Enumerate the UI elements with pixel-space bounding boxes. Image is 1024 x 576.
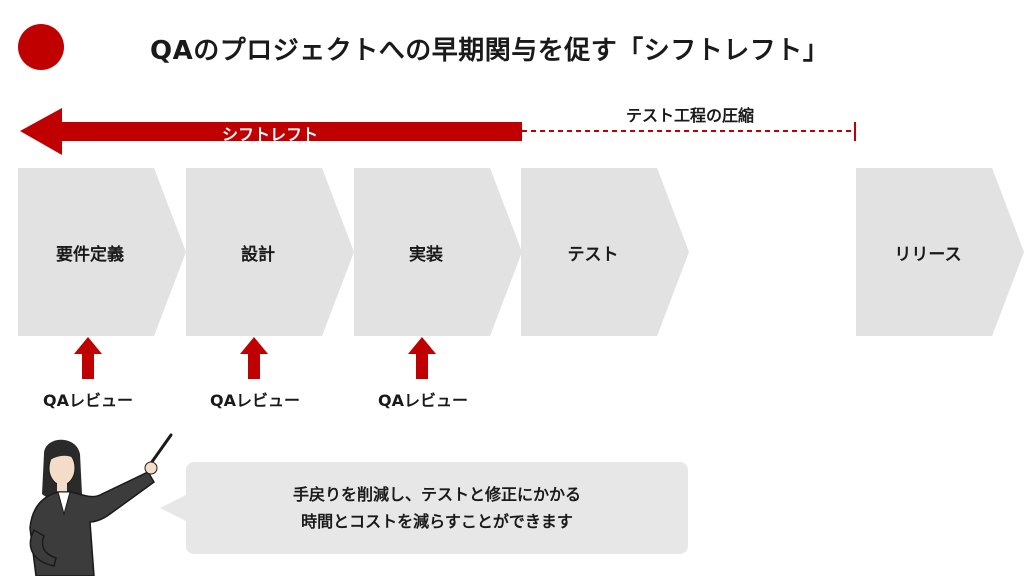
- presenter-illustration: [29, 433, 173, 576]
- stage-design: 設計: [186, 168, 354, 336]
- red-circle-marker: [18, 24, 64, 70]
- qa-review-label: QAレビュー: [43, 391, 133, 410]
- shift-left-arrow: [20, 108, 522, 155]
- shift-left-label: シフトレフト: [221, 125, 318, 144]
- stage-test: テスト: [521, 168, 689, 336]
- up-arrow-icon: [408, 337, 436, 379]
- speech-bubble-tail: [160, 494, 188, 522]
- qa-review-label: QAレビュー: [210, 391, 300, 410]
- up-arrow-icon: [240, 337, 268, 379]
- bubble-line-2: 時間とコストを減らすことができます: [301, 512, 573, 531]
- qa-review-label: QAレビュー: [378, 391, 468, 410]
- compression-line: [522, 122, 856, 141]
- stage-implementation: 実装: [354, 168, 522, 336]
- up-arrow-icon: [74, 337, 102, 379]
- speech-bubble: 手戻りを削減し、テストと修正にかかる 時間とコストを減らすことができます: [186, 462, 688, 554]
- stage-requirements: 要件定義: [18, 168, 186, 336]
- stage-release: リリース: [856, 168, 1024, 336]
- bubble-line-1: 手戻りを削減し、テストと修正にかかる: [292, 485, 581, 504]
- compression-label: テスト工程の圧縮: [625, 106, 754, 125]
- page-title: QAのプロジェクトへの早期関与を促す「シフトレフト」: [150, 36, 830, 66]
